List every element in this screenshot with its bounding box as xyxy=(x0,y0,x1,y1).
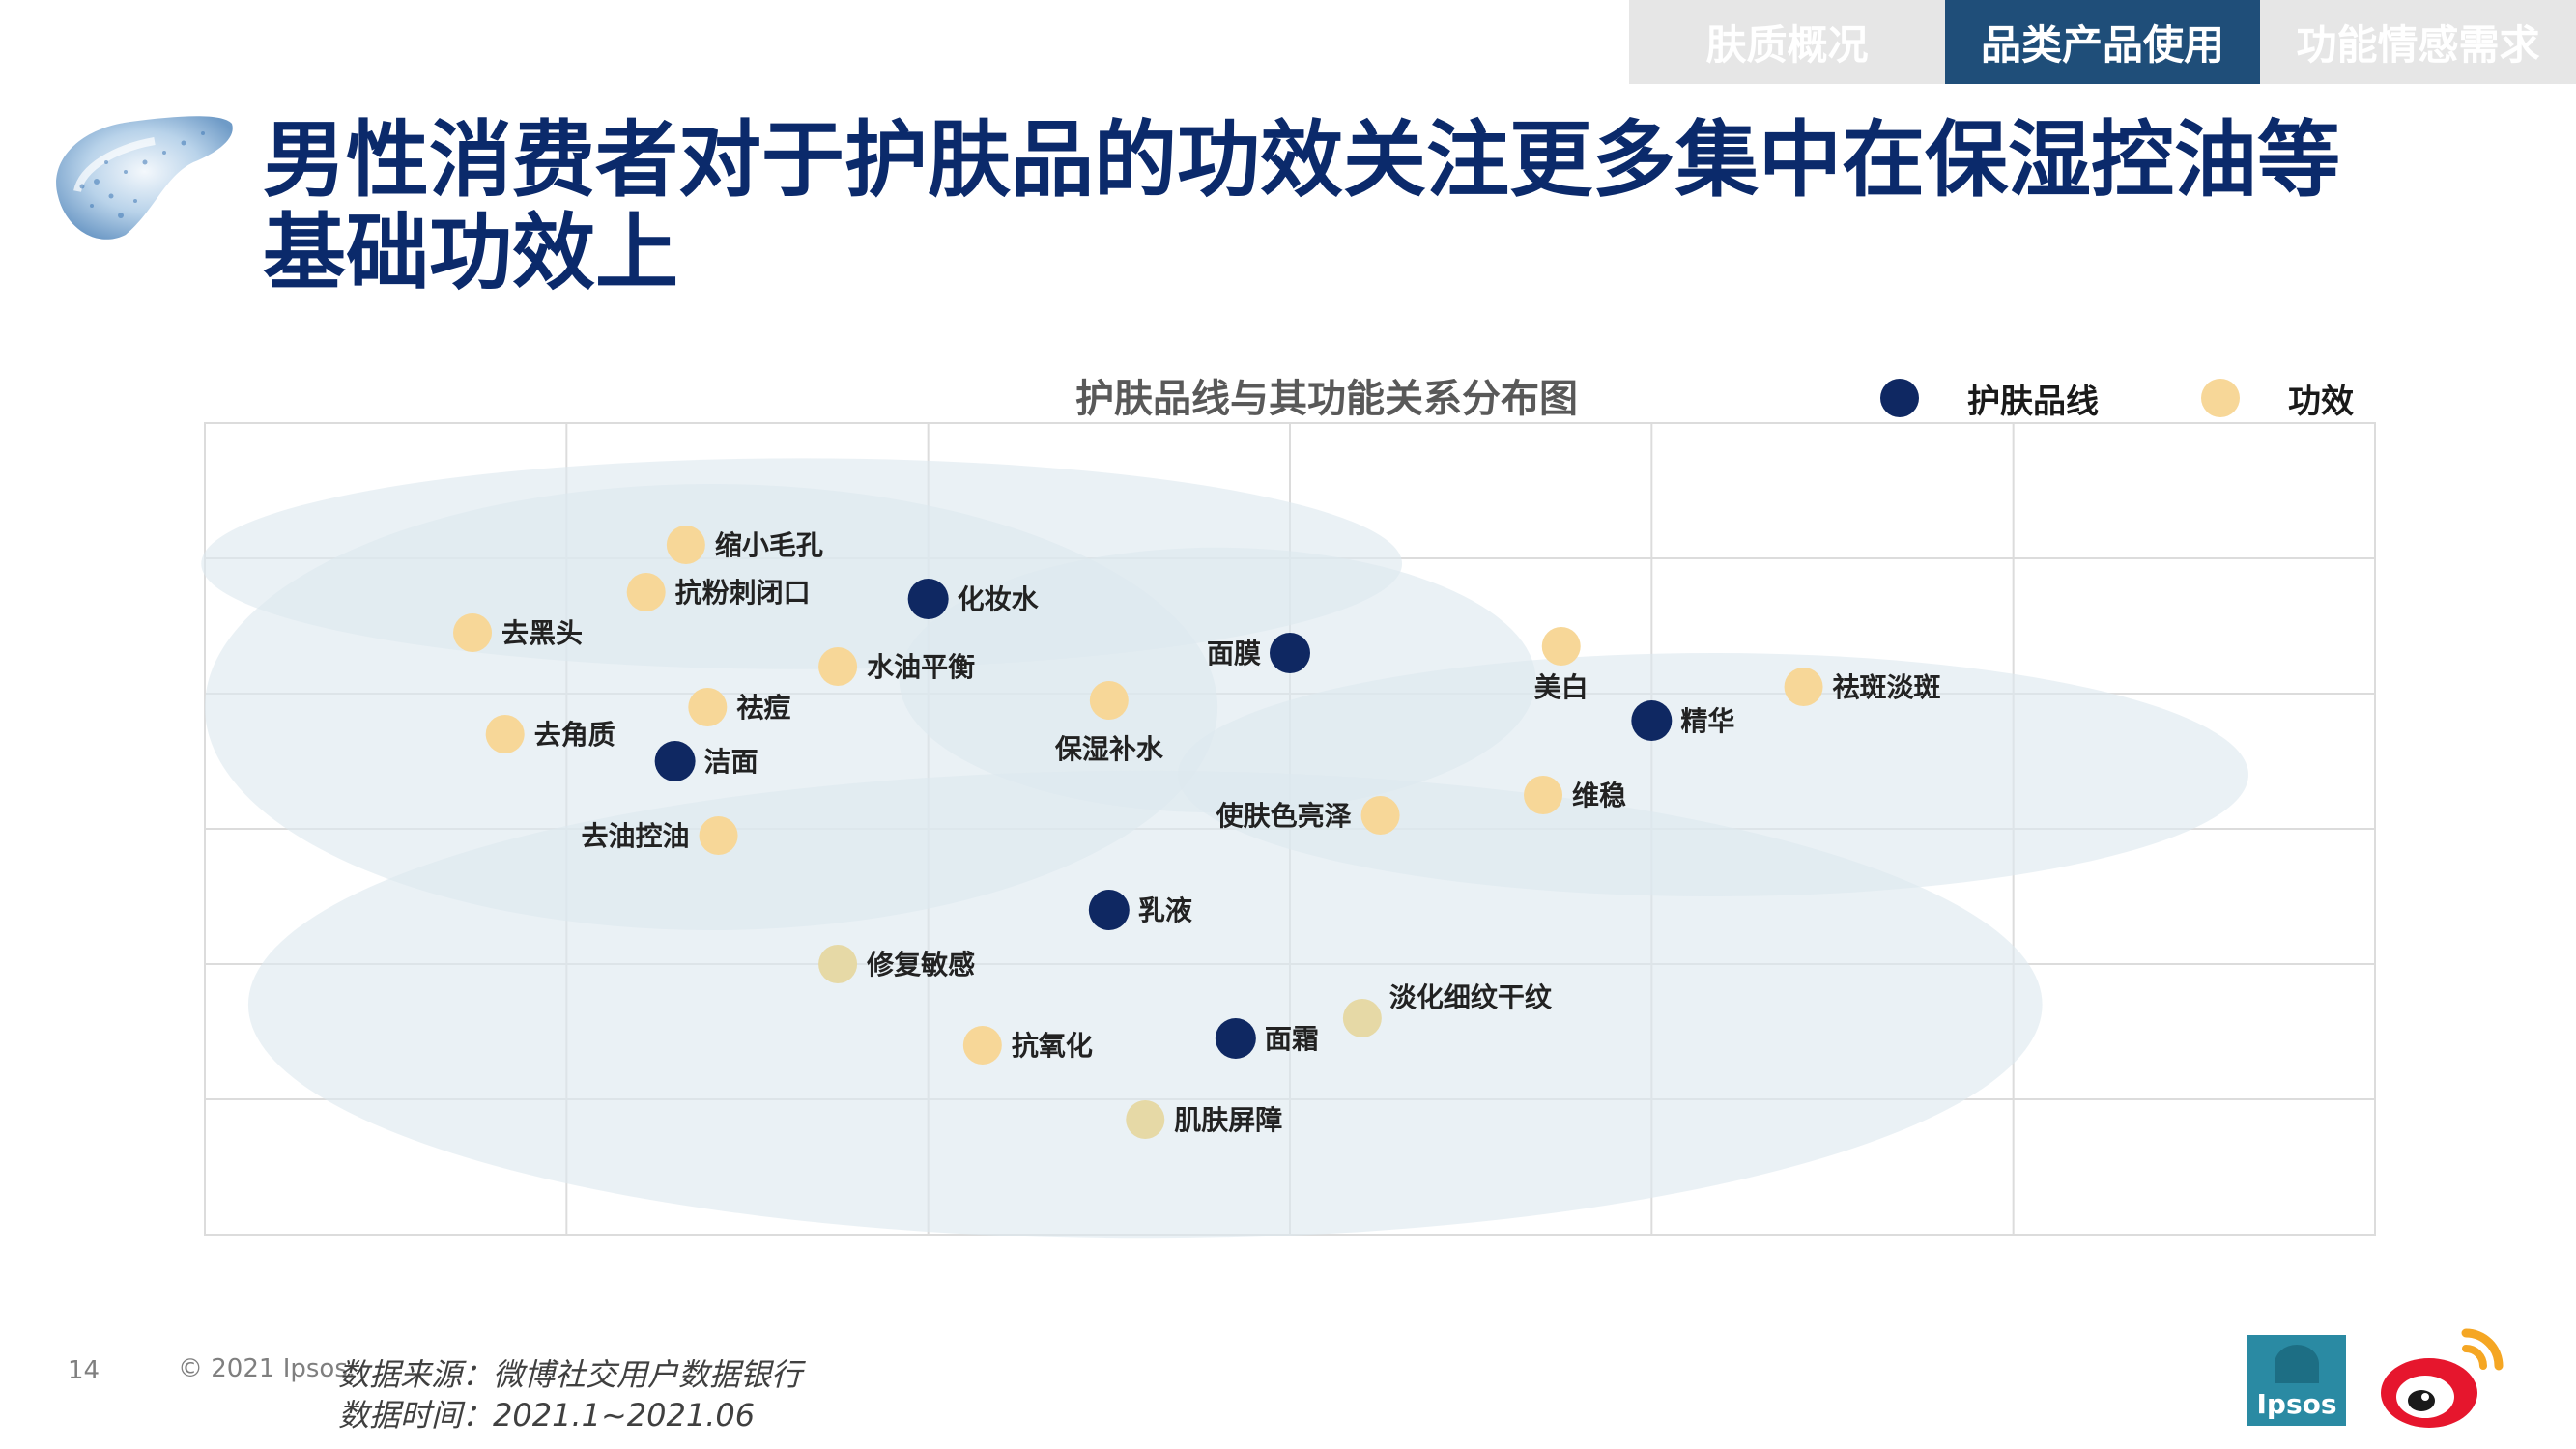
chart-title: 护肤品线与其功能关系分布图 xyxy=(1075,377,1578,421)
effect-point xyxy=(1342,999,1382,1037)
effect-label: 修复敏感 xyxy=(866,949,975,980)
effect-label: 水油平衡 xyxy=(867,651,975,683)
tab-functional-needs[interactable]: 功能情感需求 xyxy=(2260,0,2576,84)
effect-label: 肌肤屏障 xyxy=(1174,1104,1282,1136)
weibo-logo-icon xyxy=(2381,1328,2504,1428)
product-point xyxy=(1215,1018,1256,1059)
legend-product-line: 护肤品线 xyxy=(1880,371,2099,425)
effect-point xyxy=(818,647,858,686)
ipsos-cap-icon xyxy=(2275,1345,2319,1383)
data-source: 数据来源：微博社交用户数据银行 数据时间：2021.1~2021.06 xyxy=(338,1354,802,1435)
effect-point xyxy=(1524,776,1563,814)
product-label: 精华 xyxy=(1680,705,1734,737)
effect-point xyxy=(1360,796,1400,835)
effect-point xyxy=(1541,627,1581,666)
effect-label: 祛痘 xyxy=(736,692,790,724)
effect-point xyxy=(626,573,666,611)
legend-effect-label: 功效 xyxy=(2288,382,2354,421)
cream-smear-icon xyxy=(56,116,233,240)
tab-category-usage[interactable]: 品类产品使用 xyxy=(1945,0,2260,84)
effect-label: 抗氧化 xyxy=(1012,1030,1093,1062)
ipsos-logo: Ipsos xyxy=(2247,1335,2346,1426)
legend-product-dot-icon xyxy=(1880,379,1919,417)
effect-label: 去黑头 xyxy=(501,617,583,649)
effect-label: 去角质 xyxy=(534,719,615,751)
product-point xyxy=(1631,700,1673,741)
effect-point xyxy=(666,526,705,564)
effect-label: 淡化细纹干纹 xyxy=(1389,981,1553,1013)
product-label: 洁面 xyxy=(704,746,758,778)
section-tabs: 肤质概况 品类产品使用 功能情感需求 xyxy=(1629,0,2576,84)
effect-point xyxy=(688,688,728,726)
effect-label: 使肤色亮泽 xyxy=(1216,800,1352,832)
effect-point xyxy=(962,1026,1002,1065)
product-label: 化妆水 xyxy=(958,583,1040,615)
effect-label: 维稳 xyxy=(1572,780,1626,811)
effect-point xyxy=(1784,668,1823,706)
product-point xyxy=(654,741,696,781)
copyright: © 2021 Ipsos. xyxy=(178,1354,357,1383)
effect-label: 祛斑淡斑 xyxy=(1833,671,1941,703)
effect-point xyxy=(818,945,858,983)
legend-effect: 功效 xyxy=(2201,371,2354,425)
effect-label: 缩小毛孔 xyxy=(715,529,823,561)
effect-point xyxy=(1126,1100,1165,1139)
page-number: 14 xyxy=(68,1356,100,1385)
period-line: 数据时间：2021.1~2021.06 xyxy=(338,1397,756,1434)
effect-point xyxy=(1089,681,1129,720)
effect-point xyxy=(485,715,525,753)
product-point xyxy=(1270,633,1310,673)
product-label: 面霜 xyxy=(1265,1023,1319,1055)
effect-point xyxy=(453,613,493,652)
tab-skin-overview[interactable]: 肤质概况 xyxy=(1629,0,1945,84)
effect-label: 去油控油 xyxy=(582,820,690,852)
product-point xyxy=(1088,890,1130,930)
effect-label: 美白 xyxy=(1534,671,1589,703)
effect-label: 保湿补水 xyxy=(1055,733,1164,765)
product-label: 面膜 xyxy=(1207,638,1261,669)
cluster-ellipse xyxy=(1177,653,2248,896)
effect-label: 抗粉刺闭口 xyxy=(675,577,811,609)
source-line: 数据来源：微博社交用户数据银行 xyxy=(338,1356,803,1393)
product-point xyxy=(907,579,949,619)
ipsos-logo-text: Ipsos xyxy=(2256,1388,2337,1420)
effect-point xyxy=(699,816,738,855)
legend-product-label: 护肤品线 xyxy=(1967,382,2099,421)
legend-effect-dot-icon xyxy=(2201,379,2240,417)
product-label: 乳液 xyxy=(1138,895,1192,926)
page-title: 男性消费者对于护肤品的功效关注更多集中在保湿控油等基础功效上 xyxy=(263,112,2340,301)
